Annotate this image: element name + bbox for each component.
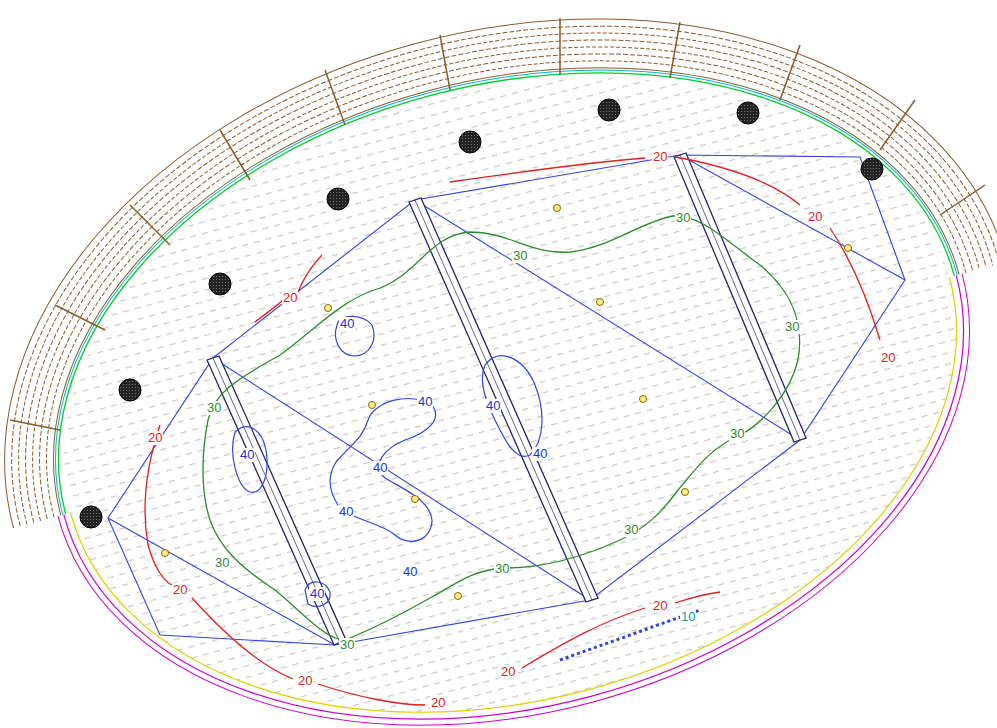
contour-value: 20	[880, 351, 896, 365]
contour-value: 40	[309, 587, 325, 601]
contour-value: 30	[729, 427, 745, 441]
contour-value: 30	[339, 638, 355, 652]
contour-value: 20	[297, 674, 313, 688]
lighting-truss	[207, 153, 806, 645]
contour-value: 30	[494, 562, 510, 576]
ticks	[560, 610, 700, 660]
contour-40	[233, 316, 542, 606]
contour-20	[145, 157, 880, 705]
contour-value: 30	[214, 556, 230, 570]
contour-value: 40	[485, 399, 501, 413]
contour-value: 40	[402, 565, 418, 579]
contour-value: 20	[500, 665, 516, 679]
contour-value: 40	[339, 317, 355, 331]
seating-stands	[0, 0, 997, 528]
contour-value: 20	[807, 210, 823, 224]
contour-value: 30	[623, 523, 639, 537]
contour-value: 40	[372, 461, 388, 475]
measure-point	[162, 205, 852, 600]
stand-dividers	[10, 18, 985, 430]
contour-value: 40	[532, 447, 548, 461]
contour-value: 30	[675, 211, 691, 225]
contour-value: 40	[417, 395, 433, 409]
contour-value: 20	[430, 696, 446, 710]
contour-value: 40	[239, 448, 255, 462]
contour-value: 30	[784, 320, 800, 334]
contour-value: 20	[652, 150, 668, 164]
contour-value: 30	[512, 249, 528, 263]
contour-value: 20	[172, 583, 188, 597]
contour-value: 10	[680, 610, 696, 624]
light-pole	[80, 99, 883, 528]
contour-value: 20	[652, 599, 668, 613]
contour-30	[203, 216, 800, 640]
contour-value: 20	[282, 291, 298, 305]
truss-centerline	[213, 155, 800, 643]
contour-value: 20	[147, 431, 163, 445]
contour-value: 30	[206, 401, 222, 415]
contour-value: 40	[338, 505, 354, 519]
